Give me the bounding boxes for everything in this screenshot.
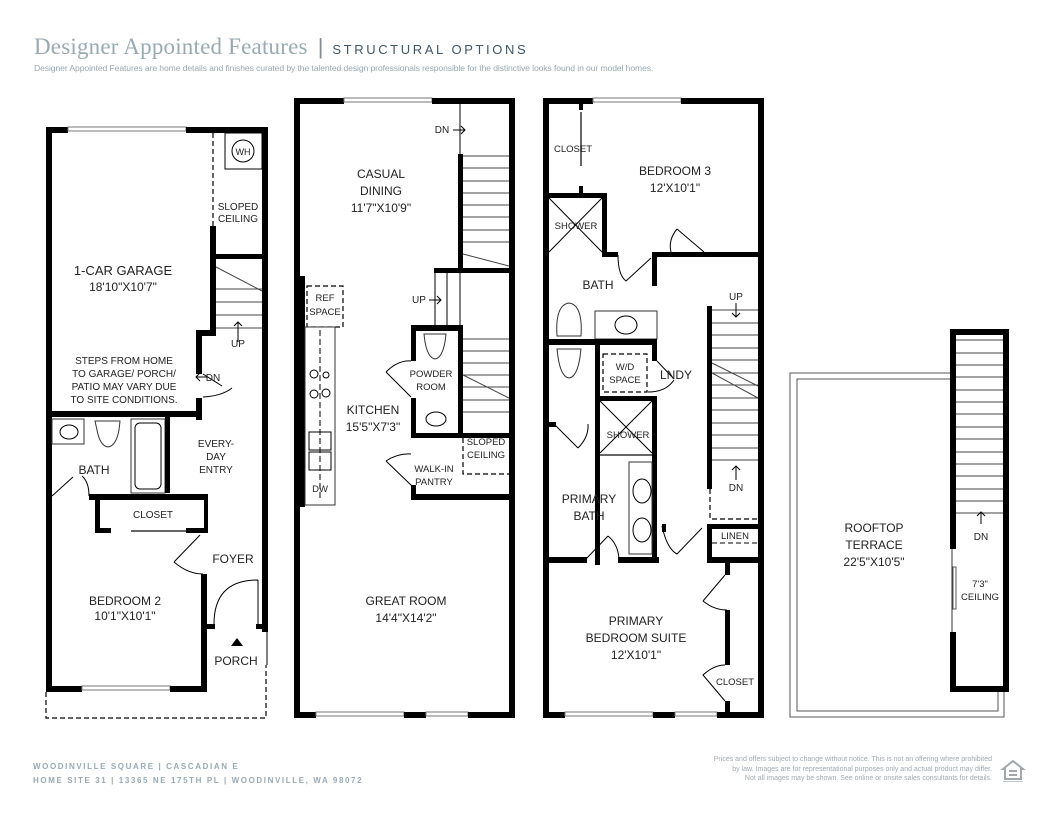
- title-divider: |: [317, 34, 324, 59]
- disclaimer-line-1: Prices and offers subject to change with…: [713, 756, 992, 763]
- primary-bath-line-1: PRIMARY: [562, 492, 616, 506]
- bath-label-3: BATH: [582, 278, 613, 292]
- home-site-address: HOME SITE 31 | 13365 NE 175TH PL | WOODI…: [33, 776, 364, 785]
- sloped-ceiling-label-2a: SLOPED: [467, 437, 506, 448]
- stairs-up-label-2: UP: [412, 295, 426, 306]
- rooftop-terrace-name-1: ROOFTOP: [844, 521, 903, 535]
- great-room-dims: 14'4"X14'2": [375, 611, 436, 625]
- site-note-line-3: PATIO MAY VARY DUE: [72, 382, 177, 393]
- sloped-ceiling-label-1a: SLOPED: [218, 202, 259, 213]
- walk-in-pantry-line-1: WALK-IN: [414, 464, 453, 475]
- community-info: WOODINVILLE SQUARE | CASCADIAN E HOME SI…: [33, 760, 363, 788]
- primary-bath-line-2: BATH: [573, 509, 604, 523]
- disclaimer-line-2: by law. Images are for representational …: [732, 765, 992, 773]
- kitchen-name: KITCHEN: [347, 403, 400, 417]
- everyday-entry-line-3: ENTRY: [199, 465, 233, 476]
- stairs-dn-label-1: DN: [206, 373, 220, 384]
- laundry-label: LNDY: [660, 368, 692, 382]
- site-note-line-1: STEPS FROM HOME: [75, 356, 173, 367]
- page-subtitle: STRUCTURAL OPTIONS: [332, 42, 529, 57]
- ceiling-height-line-2: CEILING: [961, 592, 999, 603]
- closet-label-3b: CLOSET: [716, 677, 754, 688]
- site-note-line-4: TO SITE CONDITIONS.: [70, 395, 177, 406]
- roof-plan: [789, 329, 1009, 718]
- ref-space-line-1: REF: [316, 293, 335, 304]
- floor-1-plan: [45, 126, 268, 719]
- kitchen-dims: 15'5"X7'3": [346, 420, 400, 434]
- everyday-entry-line-2: DAY: [206, 452, 226, 463]
- stairs-up-label-1: UP: [231, 339, 245, 350]
- rooftop-terrace-name-2: TERRACE: [845, 538, 902, 552]
- powder-room-line-1: POWDER: [410, 369, 453, 380]
- great-room-name: GREAT ROOM: [366, 594, 447, 608]
- bedroom-3-name: BEDROOM 3: [639, 164, 711, 178]
- everyday-entry-line-1: EVERY-: [198, 439, 234, 450]
- closet-label-3a: CLOSET: [554, 144, 592, 155]
- sloped-ceiling-label-1b: CEILING: [218, 214, 258, 225]
- closet-label-1: CLOSET: [133, 510, 173, 521]
- stairs-dn-label-3: DN: [729, 483, 743, 494]
- walk-in-pantry-line-2: PANTRY: [415, 477, 453, 488]
- page-title: Designer Appointed Features: [34, 34, 308, 59]
- ref-space-line-2: SPACE: [309, 307, 341, 318]
- bath-label-1: BATH: [78, 463, 109, 477]
- water-heater-label: WH: [236, 147, 251, 157]
- primary-suite-dims: 12'X10'1": [611, 648, 661, 662]
- bedroom-3-dims: 12'X10'1": [650, 181, 700, 195]
- stairs-dn-label-2: DN: [435, 125, 449, 136]
- stairs-up-label-3: UP: [729, 292, 743, 303]
- sloped-ceiling-label-2b: CEILING: [467, 450, 505, 461]
- page-header: Designer Appointed Features | STRUCTURAL…: [34, 34, 653, 73]
- primary-suite-name-1: PRIMARY: [609, 614, 663, 628]
- wd-space-line-2: SPACE: [609, 375, 641, 386]
- bedroom-2-dims: 10'1"X10'1": [94, 609, 155, 623]
- shower-label-3b: SHOWER: [607, 430, 650, 441]
- stairs-dn-label-roof: DN: [974, 532, 988, 543]
- dishwasher-label: DW: [312, 484, 328, 495]
- rooftop-terrace-dims: 22'5"X10'5": [843, 555, 904, 569]
- ceiling-height-line-1: 7'3": [972, 579, 988, 590]
- foyer-label: FOYER: [212, 552, 254, 566]
- garage-dims: 18'10"X10'7": [89, 280, 157, 294]
- legal-disclaimer: Prices and offers subject to change with…: [662, 755, 992, 784]
- community-name: WOODINVILLE SQUARE | CASCADIAN E: [33, 762, 240, 771]
- disclaimer-line-3: Not all images may be shown. See online …: [744, 775, 992, 782]
- casual-dining-name-1: CASUAL: [357, 167, 405, 181]
- equal-housing-opportunity-icon: [1000, 759, 1026, 782]
- powder-room-line-2: ROOM: [416, 382, 446, 393]
- floor-3-plan: [543, 97, 764, 718]
- garage-name: 1-CAR GARAGE: [74, 263, 173, 278]
- primary-suite-name-2: BEDROOM SUITE: [586, 631, 687, 645]
- casual-dining-dims: 11'7"X10'9": [351, 201, 411, 215]
- linen-label: LINEN: [721, 531, 749, 542]
- floor-2-plan: [294, 97, 515, 718]
- wd-space-line-1: W/D: [616, 362, 635, 373]
- casual-dining-name-2: DINING: [360, 184, 402, 198]
- porch-label: PORCH: [214, 654, 257, 668]
- bedroom-2-name: BEDROOM 2: [89, 594, 161, 608]
- page-description: Designer Appointed Features are home det…: [34, 63, 654, 73]
- shower-label-3a: SHOWER: [555, 221, 598, 232]
- site-note-line-2: TO GARAGE/ PORCH/: [72, 369, 176, 380]
